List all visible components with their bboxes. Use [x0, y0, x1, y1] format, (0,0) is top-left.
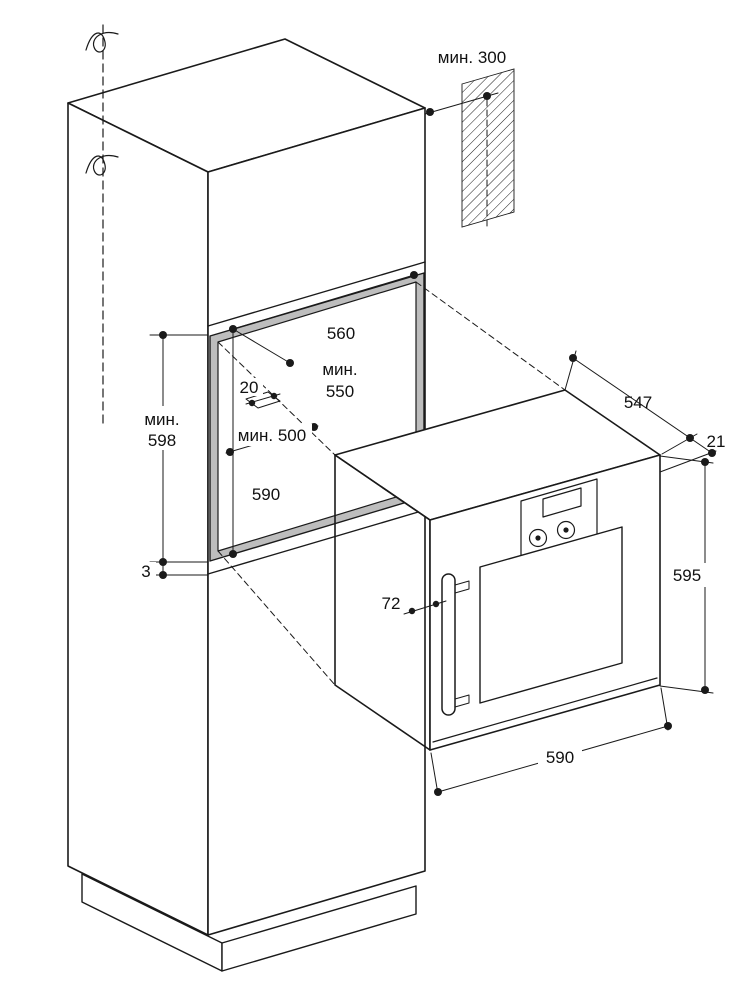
label-bg	[234, 424, 312, 446]
upper-cabinet-bottom-edge	[207, 261, 426, 327]
dim-label-handle-clearance: 72	[382, 594, 401, 613]
dim-dot	[434, 788, 442, 796]
dim-dot	[159, 571, 167, 579]
label-bg	[140, 406, 186, 450]
label-bg	[237, 378, 263, 396]
dim-dot	[410, 271, 418, 279]
dimension-dots	[159, 92, 716, 796]
dim-label-niche-height: 590	[252, 485, 280, 504]
oven	[334, 389, 661, 751]
oven-handle	[441, 573, 456, 716]
dim-dot	[229, 550, 237, 558]
dim-dot	[226, 448, 234, 456]
dim-label-recess-step: 20	[240, 378, 259, 397]
dim-line-niche-width	[232, 274, 415, 330]
cabinet-left-face	[67, 102, 209, 936]
label-bg	[136, 562, 156, 580]
dim-label-bottom-gap: 3	[141, 562, 150, 581]
ext-line-oven-width-left	[430, 752, 439, 795]
insert-guide-top-right	[415, 281, 566, 391]
dim-dot	[686, 434, 694, 442]
dimension-labels: мин. 300 560 мин. 550 20 мин. 500 мин. 5…	[136, 48, 725, 769]
dim-dot	[701, 458, 709, 466]
break-squiggle-top	[85, 32, 119, 53]
label-bg	[538, 745, 582, 769]
dim-dot	[708, 449, 716, 457]
dim-dot	[701, 686, 709, 694]
dim-line-niche-depth	[232, 328, 291, 364]
dim-dot	[159, 331, 167, 339]
dim-dot	[426, 108, 434, 116]
dim-label-niche-depth-min: мин.	[322, 360, 357, 379]
oven-knob-right-center	[563, 527, 569, 533]
dim-label-wall-clearance: мин. 300	[438, 48, 506, 67]
dim-dot	[248, 399, 256, 407]
oven-door-window	[479, 526, 623, 704]
dim-label-niche-depth: 550	[326, 382, 354, 401]
dim-dot	[483, 92, 491, 100]
dim-label-recess-width: мин. 500	[238, 426, 306, 445]
dim-label-front-height-min: мин.	[144, 410, 179, 429]
dim-dot	[664, 722, 672, 730]
oven-display	[542, 487, 582, 518]
oven-knob-left-center	[535, 535, 541, 541]
dim-label-oven-depth: 547	[624, 393, 652, 412]
dim-label-door-protrusion: 21	[707, 432, 726, 451]
dim-label-niche-width: 560	[327, 324, 355, 343]
dim-dot	[229, 325, 237, 333]
insert-guide-top-left	[217, 341, 336, 456]
dim-dot	[408, 607, 416, 615]
wall-hatch-band	[461, 68, 515, 228]
wall-section	[461, 68, 515, 228]
oven-door-bottom-trim	[432, 677, 658, 743]
break-squiggle-middle	[85, 155, 119, 176]
dim-dot	[569, 354, 577, 362]
dim-dot	[286, 359, 294, 367]
insert-guide-bottom-left	[217, 550, 336, 686]
dim-label-oven-width: 590	[546, 748, 574, 767]
dim-dot	[432, 600, 440, 608]
shelf-lower-edge	[207, 509, 426, 575]
label-bg	[664, 563, 708, 587]
dim-dot	[159, 558, 167, 566]
dim-dot	[270, 392, 278, 400]
dim-label-front-height: 598	[148, 431, 176, 450]
plinth-front-face	[221, 885, 417, 972]
ext-line-door-protrusion	[659, 450, 717, 473]
dim-label-oven-height: 595	[673, 566, 701, 585]
